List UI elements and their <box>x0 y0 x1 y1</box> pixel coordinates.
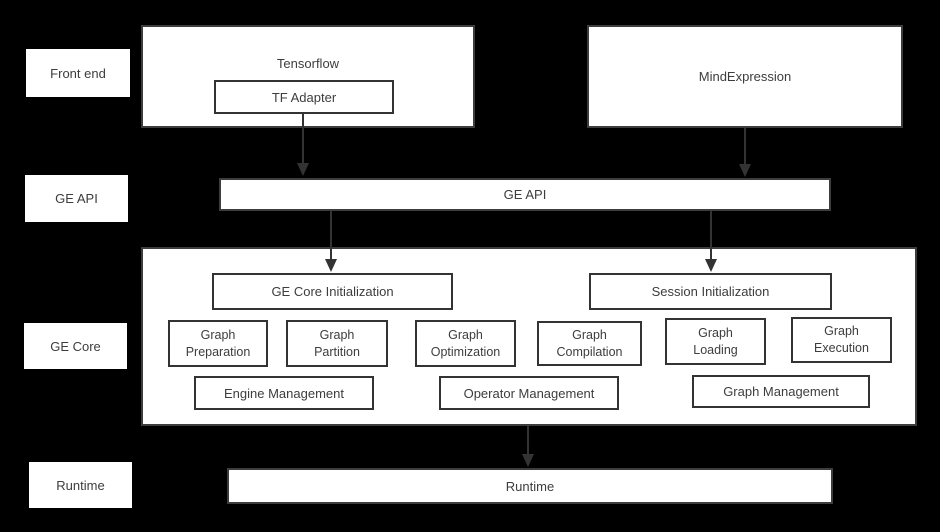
arrow-head-icon <box>522 454 534 467</box>
ge-core-box: GE Core Initialization Session Initializ… <box>141 247 917 426</box>
ge-core-initialization-label: GE Core Initialization <box>271 284 394 299</box>
tensorflow-box: Tensorflow TF Adapter <box>141 25 475 128</box>
ge-api-bar-label: GE API <box>503 187 547 202</box>
runtime-bar: Runtime <box>227 468 833 504</box>
arrow-head-icon <box>739 164 751 177</box>
graph-optimization-box: Graph Optimization <box>415 320 516 367</box>
graph-loading-box: Graph Loading <box>665 318 766 365</box>
graph-preparation-label: Graph Preparation <box>185 327 251 359</box>
arrow-tf-adapter-to-ge-api <box>297 113 309 176</box>
arrow-shaft <box>527 426 529 454</box>
session-initialization-label: Session Initialization <box>651 284 770 299</box>
mindexpression-label: MindExpression <box>698 69 792 84</box>
arrow-ge-api-to-ge-core-init <box>325 211 337 272</box>
graph-execution-label: Graph Execution <box>814 324 869 355</box>
arrow-head-icon <box>705 259 717 272</box>
arrow-head-icon <box>297 163 309 176</box>
graph-compilation-box: Graph Compilation <box>537 321 642 366</box>
side-label-runtime: Runtime <box>29 462 132 508</box>
graph-optimization-label: Graph Optimization <box>430 327 501 359</box>
runtime-bar-label: Runtime <box>505 478 555 494</box>
arrow-shaft <box>330 211 332 259</box>
session-initialization-box: Session Initialization <box>589 273 832 310</box>
graph-management-box: Graph Management <box>692 375 870 408</box>
arrow-shaft <box>744 128 746 164</box>
arrow-shaft <box>710 211 712 259</box>
operator-management-label: Operator Management <box>463 385 595 401</box>
engine-management-label: Engine Management <box>224 385 344 401</box>
engine-management-box: Engine Management <box>194 376 374 410</box>
arrow-head-icon <box>325 259 337 272</box>
tensorflow-label: Tensorflow <box>276 56 340 71</box>
graph-partition-box: Graph Partition <box>286 320 388 367</box>
arrow-ge-core-to-runtime <box>522 426 534 467</box>
arrow-shaft <box>302 113 304 163</box>
side-label-ge-core: GE Core <box>24 323 127 369</box>
graph-loading-label: Graph Loading <box>693 325 738 357</box>
mindexpression-box: MindExpression <box>587 25 903 128</box>
graph-partition-label: Graph Partition <box>314 327 360 359</box>
arrow-ge-api-to-session-init <box>705 211 717 272</box>
tf-adapter-label: TF Adapter <box>271 89 337 105</box>
arrow-mindexpression-to-ge-api <box>739 128 751 177</box>
ge-api-bar: GE API <box>219 178 831 211</box>
graph-preparation-box: Graph Preparation <box>168 320 268 367</box>
side-label-front-end: Front end <box>26 49 130 97</box>
graph-compilation-label: Graph Compilation <box>556 327 623 359</box>
operator-management-box: Operator Management <box>439 376 619 410</box>
graph-management-label: Graph Management <box>723 384 839 399</box>
ge-core-initialization-box: GE Core Initialization <box>212 273 453 310</box>
graph-execution-box: Graph Execution <box>791 317 892 363</box>
side-label-ge-api: GE API <box>25 175 128 222</box>
tf-adapter-box: TF Adapter <box>214 80 394 114</box>
